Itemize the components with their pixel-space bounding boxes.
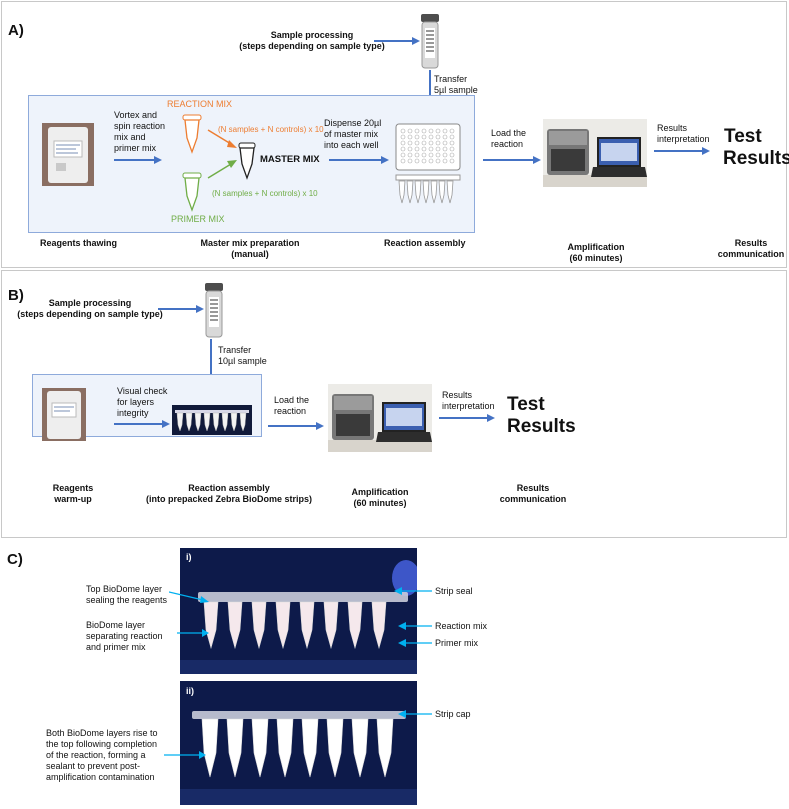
strip-cap-callout-arrow — [398, 710, 432, 718]
reaction-mix-tube-icon — [182, 114, 202, 154]
vortex-step-text: Vortex and spin reaction mix and primer … — [114, 110, 166, 153]
test-results-a: Test Results — [723, 126, 789, 169]
photo-i-label: i) — [186, 552, 192, 562]
reagent-pack-image-b — [42, 388, 86, 441]
reaction-formula: (N samples + N controls) x 10 — [218, 125, 324, 134]
transfer-label-b: Transfer 10µl sample — [218, 345, 267, 366]
both-layers-callout-text: Both BioDome layers rise to the top foll… — [46, 728, 158, 782]
sample-tube-image-b — [205, 283, 223, 338]
step-results-communication-a: Results communication — [717, 238, 785, 259]
primer-mix-callout-label: Primer mix — [435, 638, 478, 648]
primer-mix-label: PRIMER MIX — [171, 214, 225, 224]
primer-formula: (N samples + N controls) x 10 — [212, 189, 318, 198]
master-mix-label: MASTER MIX — [260, 154, 320, 165]
reagent-pack-image — [42, 123, 94, 186]
separator-layer-callout-arrow — [177, 629, 209, 637]
biodome-strips-image — [172, 405, 252, 435]
arrow-to-results-a — [654, 147, 710, 155]
arrow-to-master-mix — [114, 156, 162, 164]
load-reaction-text-b: Load the reaction — [274, 395, 310, 416]
panel-a-label: A) — [8, 22, 24, 39]
reaction-mix-label: REACTION MIX — [167, 99, 233, 109]
top-layer-callout-text: Top BioDome layer sealing the reagents — [86, 584, 168, 605]
step-master-mix-prep: Master mix preparation (manual) — [200, 238, 300, 259]
results-interpretation-text-b: Results interpretation — [442, 390, 495, 411]
instrument-laptop-image-b — [328, 384, 432, 452]
strip-seal-callout-arrow — [394, 587, 432, 595]
panel-c-label: C) — [7, 551, 23, 568]
arrow-to-plate — [329, 156, 389, 164]
strip-seal-label: Strip seal — [435, 586, 473, 596]
arrow-reaction-to-master — [207, 129, 237, 148]
panel-b-label: B) — [8, 287, 24, 304]
transfer-label: Transfer 5µl sample — [434, 74, 478, 95]
panel-c: C) i) ii) — [1, 540, 787, 808]
sample-tube-image — [421, 14, 439, 69]
arrow-to-sample-tube-b — [158, 305, 204, 313]
arrow-to-strips — [114, 420, 170, 428]
instrument-laptop-image-a — [543, 119, 647, 187]
step-results-communication-b: Results communication — [499, 483, 567, 504]
reaction-mix-callout-arrow — [398, 622, 432, 630]
panel-a: A) Sample processing (steps depending on… — [1, 1, 789, 268]
sample-processing-title-b: Sample processing (steps depending on sa… — [17, 298, 163, 319]
results-interpretation-text-a: Results interpretation — [657, 123, 710, 144]
primer-mix-callout-arrow — [398, 639, 432, 647]
arrow-to-results-b — [439, 414, 495, 422]
photo-ii-label: ii) — [186, 686, 194, 696]
step-amplification-b: Amplification (60 minutes) — [351, 487, 409, 508]
reaction-mix-callout-label: Reaction mix — [435, 621, 488, 631]
separator-layer-callout-text: BioDome layer separating reaction and pr… — [86, 620, 163, 652]
load-reaction-text-a: Load the reaction — [491, 128, 527, 149]
step-reaction-assembly-b: Reaction assembly (into prepacked Zebra … — [145, 483, 313, 504]
step-amplification-a: Amplification (60 minutes) — [567, 242, 625, 263]
arrow-to-instrument-a — [483, 156, 541, 164]
step-reagents-warmup: Reagents warm-up — [52, 483, 94, 504]
master-mix-tube-icon — [238, 142, 256, 180]
dispense-step-text: Dispense 20µl of master mix into each we… — [324, 118, 382, 150]
visual-check-text: Visual check for layers integrity — [117, 386, 168, 418]
step-reagents-thawing: Reagents thawing — [40, 238, 118, 248]
test-results-b: Test Results — [507, 394, 576, 437]
sample-processing-title: Sample processing (steps depending on sa… — [239, 30, 385, 51]
strip-photo-ii — [180, 681, 417, 805]
well-plate-image — [395, 123, 461, 204]
arrow-to-instrument-b — [268, 422, 324, 430]
strip-photo-i — [180, 548, 417, 674]
top-layer-callout-arrow — [169, 591, 209, 603]
arrow-to-sample-tube — [374, 37, 420, 45]
strip-cap-label: Strip cap — [435, 709, 471, 719]
panel-b: B) Sample processing (steps depending on… — [1, 270, 787, 538]
both-layers-callout-arrow — [164, 751, 206, 759]
primer-mix-tube-icon — [182, 172, 202, 212]
step-reaction-assembly-a: Reaction assembly — [384, 238, 466, 248]
arrow-primer-to-master — [207, 160, 237, 179]
